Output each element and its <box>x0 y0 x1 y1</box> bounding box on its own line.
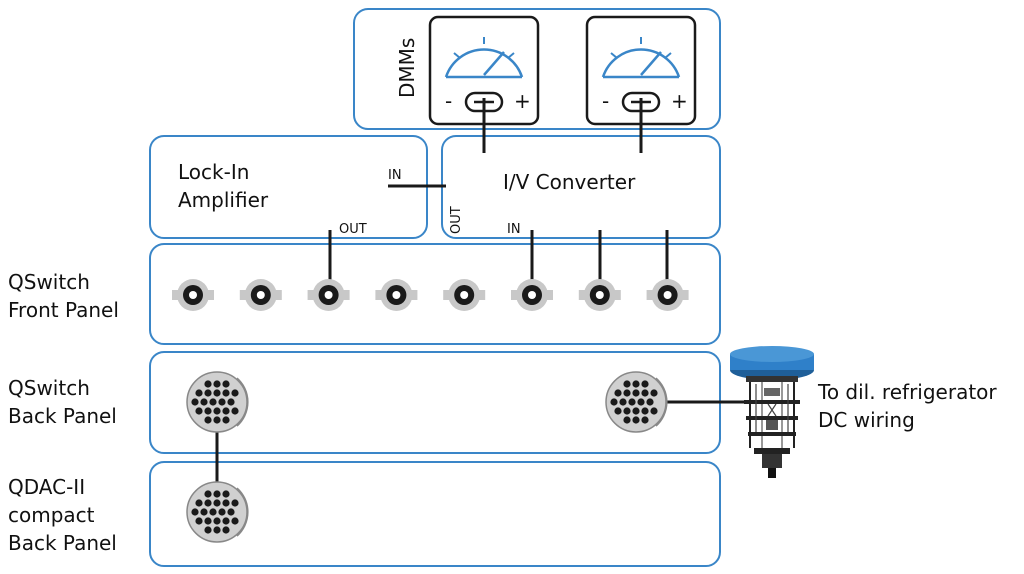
bnc-connector <box>511 279 553 311</box>
fridge-label-line2: DC wiring <box>818 408 915 432</box>
front-panel-label-line2: Front Panel <box>8 298 119 322</box>
lockin-port-in-label: IN <box>388 168 402 183</box>
qdac-back-panel-box <box>149 461 721 567</box>
bnc-connector <box>307 279 350 311</box>
back-panel-label-line2: Back Panel <box>8 404 117 428</box>
qswitch-back-connector-right <box>605 371 668 433</box>
iv-port-out-label: OUT <box>449 206 464 234</box>
iv-converter-label: I/V Converter <box>503 170 636 194</box>
bnc-row <box>172 279 689 311</box>
lockin-label-line1: Lock-In <box>178 160 249 184</box>
iv-port-in-label: IN <box>507 222 521 237</box>
bnc-connector <box>578 279 621 311</box>
fridge-label-line1: To dil. refrigerator <box>817 380 997 404</box>
dmm-meter-1: - + <box>428 15 540 126</box>
qswitch-front-panel-box <box>149 243 721 345</box>
lockin-port-out-label: OUT <box>339 222 367 237</box>
front-panel-label-line1: QSwitch <box>8 270 90 294</box>
lockin-box <box>149 135 428 239</box>
qdac-label-line2: compact <box>8 503 95 527</box>
dmm1-minus-label: - <box>445 89 452 113</box>
bnc-connector <box>239 279 282 311</box>
qdac-label-line1: QDAC-II <box>8 475 85 499</box>
bnc-connector <box>172 279 214 311</box>
dmm-meter-2: - + <box>585 15 697 126</box>
dmm1-plus-label: + <box>514 89 531 113</box>
qdac-back-connector <box>186 481 249 543</box>
dmm2-plus-label: + <box>671 89 688 113</box>
dmm2-minus-label: - <box>602 89 609 113</box>
qdac-label-line3: Back Panel <box>8 531 117 555</box>
bnc-connector <box>646 279 689 311</box>
lockin-label-line2: Amplifier <box>178 188 269 212</box>
dilution-refrigerator-icon <box>730 346 814 478</box>
dmms-label: DMMs <box>395 38 419 98</box>
back-panel-label-line1: QSwitch <box>8 376 90 400</box>
bnc-connector <box>443 279 486 311</box>
bnc-connector <box>375 279 418 311</box>
qswitch-back-connector-left <box>186 371 249 433</box>
